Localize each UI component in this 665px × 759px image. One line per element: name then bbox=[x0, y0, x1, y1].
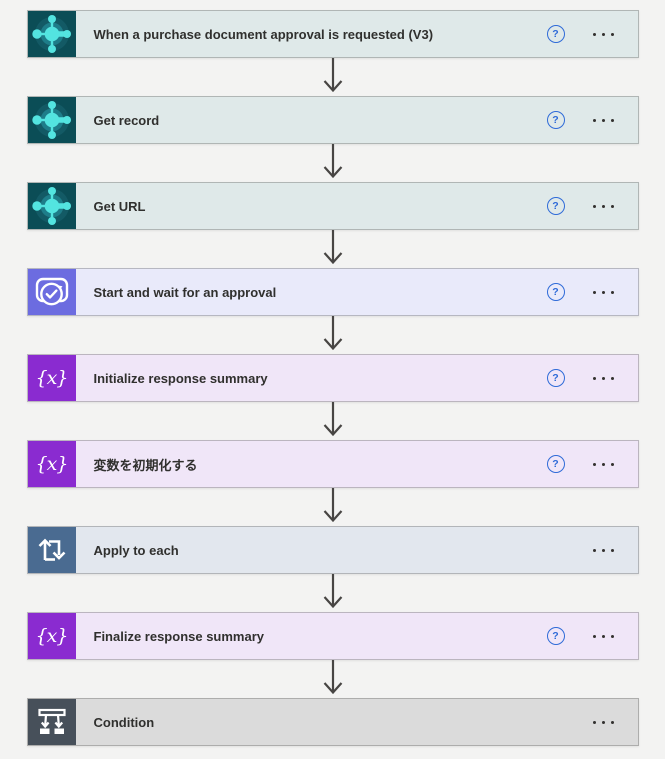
flow-step-apply-to-each[interactable]: Apply to each bbox=[26, 526, 639, 574]
flow-step-get-url[interactable]: Get URL ? bbox=[26, 182, 639, 230]
connector-arrow-icon bbox=[319, 402, 347, 440]
step-title: Start and wait for an approval bbox=[93, 284, 277, 300]
variable-icon: {x} bbox=[27, 355, 76, 401]
connector-arrow-icon bbox=[319, 660, 347, 698]
menu-ellipsis-button[interactable] bbox=[591, 545, 616, 556]
help-icon[interactable]: ? bbox=[546, 283, 565, 301]
step-title: 変数を初期化する bbox=[93, 457, 198, 473]
step-title: When a purchase document approval is req… bbox=[93, 26, 434, 42]
connector-arrow-icon bbox=[319, 316, 347, 354]
flow-step-condition[interactable]: Condition bbox=[26, 698, 639, 746]
approvals-icon bbox=[27, 269, 76, 315]
connector-arrow-icon bbox=[319, 488, 347, 526]
flow-step-finalize-summary[interactable]: {x} Finalize response summary ? bbox=[26, 612, 639, 660]
flow-step-approval[interactable]: Start and wait for an approval ? bbox=[26, 268, 639, 316]
menu-ellipsis-button[interactable] bbox=[591, 459, 616, 470]
step-title: Finalize response summary bbox=[93, 628, 265, 644]
help-icon[interactable]: ? bbox=[546, 627, 565, 645]
flow-step-trigger[interactable]: When a purchase document approval is req… bbox=[26, 10, 639, 58]
connector-arrow-icon bbox=[319, 230, 347, 268]
menu-ellipsis-button[interactable] bbox=[591, 287, 616, 298]
flow-step-get-record[interactable]: Get record ? bbox=[26, 96, 639, 144]
connector-arrow-icon bbox=[319, 144, 347, 182]
apply-to-each-icon bbox=[27, 527, 76, 573]
menu-ellipsis-button[interactable] bbox=[591, 29, 616, 40]
business-central-icon bbox=[27, 97, 76, 143]
menu-ellipsis-button[interactable] bbox=[591, 373, 616, 384]
help-icon[interactable]: ? bbox=[546, 111, 565, 129]
flow-step-init-summary[interactable]: {x} Initialize response summary ? bbox=[26, 354, 639, 402]
business-central-icon bbox=[27, 11, 76, 57]
condition-icon bbox=[27, 699, 76, 745]
menu-ellipsis-button[interactable] bbox=[591, 115, 616, 126]
help-icon[interactable]: ? bbox=[546, 369, 565, 387]
variable-icon: {x} bbox=[27, 441, 76, 487]
connector-arrow-icon bbox=[319, 574, 347, 612]
help-icon[interactable]: ? bbox=[546, 455, 565, 473]
connector-arrow-icon bbox=[319, 58, 347, 96]
step-title: Get URL bbox=[93, 198, 146, 214]
variable-icon: {x} bbox=[27, 613, 76, 659]
help-icon[interactable]: ? bbox=[546, 197, 565, 215]
step-title: Condition bbox=[93, 714, 155, 730]
help-icon[interactable]: ? bbox=[546, 25, 565, 43]
business-central-icon bbox=[27, 183, 76, 229]
step-title: Apply to each bbox=[93, 542, 179, 558]
step-title: Initialize response summary bbox=[93, 370, 268, 386]
menu-ellipsis-button[interactable] bbox=[591, 717, 616, 728]
menu-ellipsis-button[interactable] bbox=[591, 631, 616, 642]
step-title: Get record bbox=[93, 112, 160, 128]
flow-step-init-variable-ja[interactable]: {x} 変数を初期化する ? bbox=[26, 440, 639, 488]
menu-ellipsis-button[interactable] bbox=[591, 201, 616, 212]
